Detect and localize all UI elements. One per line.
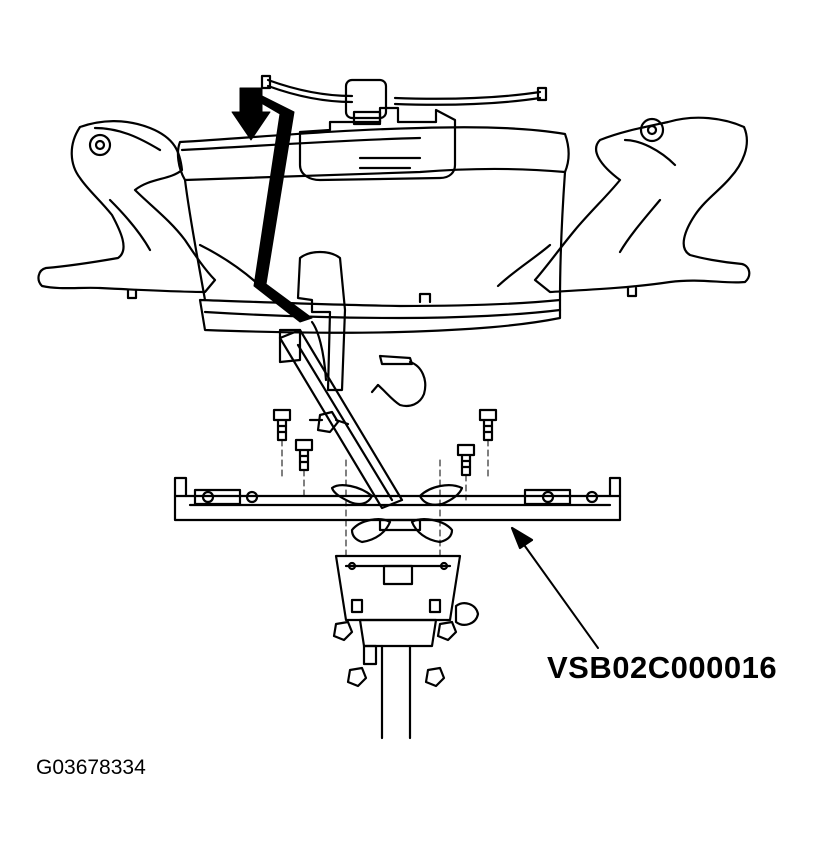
subframe [37, 106, 751, 334]
callout-leader [510, 526, 599, 649]
transmission-jack [332, 554, 480, 740]
alignment-lines [281, 439, 489, 561]
bolt [456, 443, 476, 477]
bolt [272, 408, 292, 442]
jack-adapter [173, 328, 622, 544]
part-number-label: VSB02C000016 [547, 650, 778, 685]
bolt [478, 408, 498, 442]
steering-cable [260, 74, 548, 120]
clip-bracket [370, 354, 427, 408]
nut [308, 410, 350, 434]
bolt [294, 438, 314, 472]
figure-id: G03678334 [36, 756, 146, 779]
lowering-arrow [231, 87, 313, 323]
bolts [272, 408, 498, 477]
